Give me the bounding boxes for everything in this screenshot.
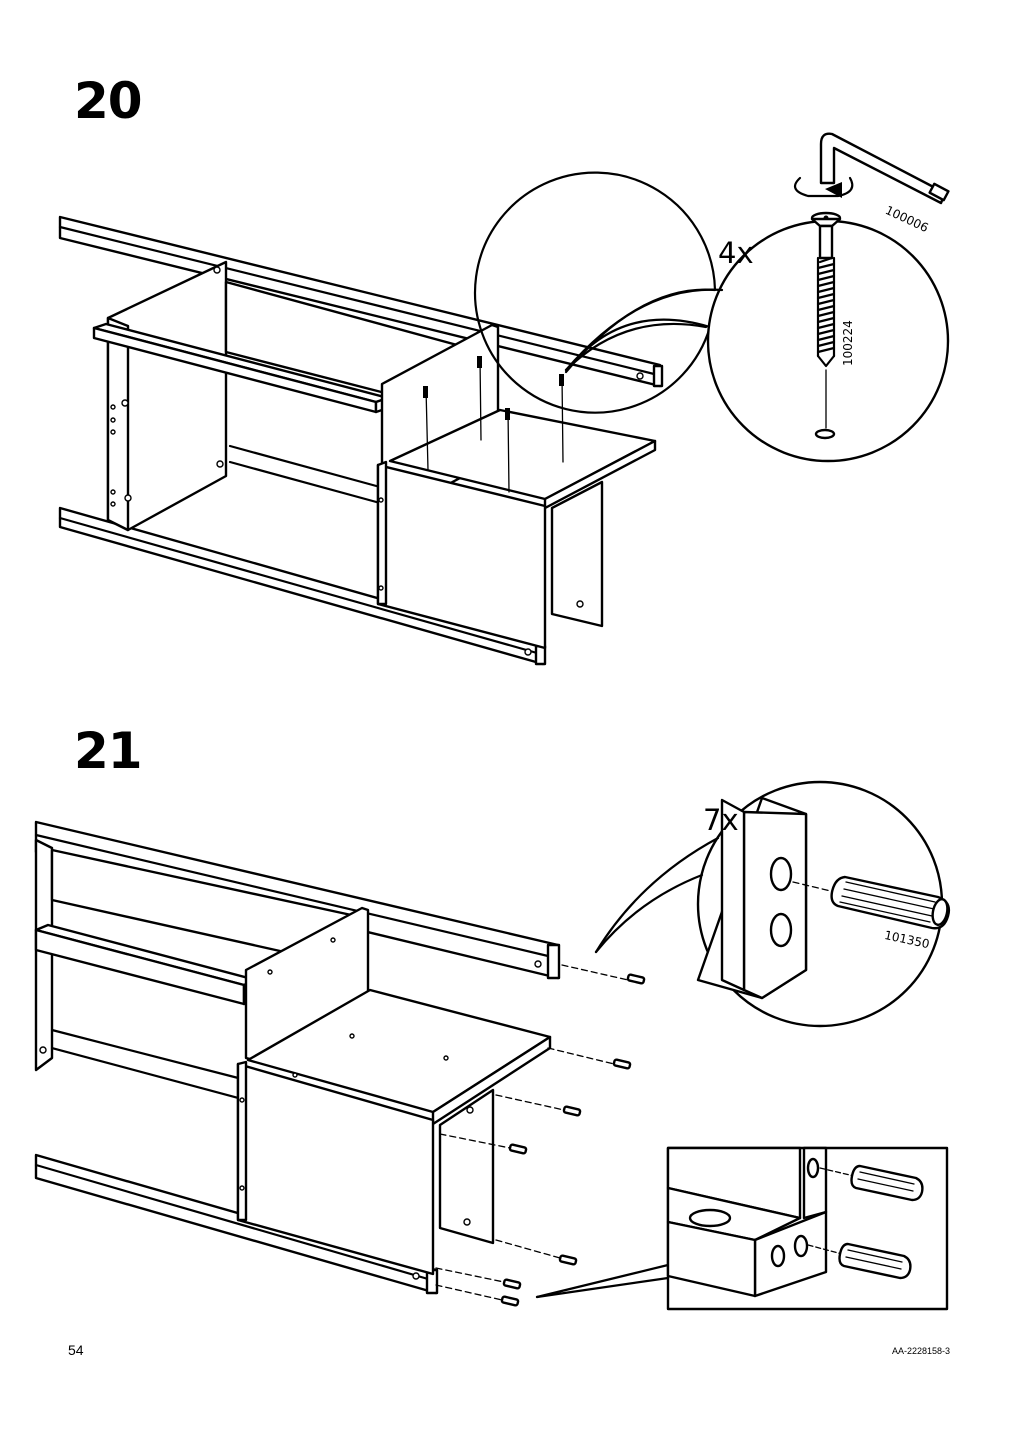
step-number-21: 21 [74, 722, 143, 780]
right-box-leg [550, 480, 604, 628]
right-box-front-21 [236, 1060, 435, 1276]
document-code: AA-2228158-3 [891, 1346, 950, 1356]
allen-key-icon [793, 132, 950, 205]
step-number-20: 20 [74, 72, 143, 130]
page-number: 54 [68, 1342, 84, 1358]
screw-icon [810, 211, 842, 440]
screws-step20 [423, 356, 564, 493]
right-box-front [376, 460, 547, 650]
callout-screw [473, 171, 950, 463]
part-number-screw: 100224 [841, 320, 855, 366]
dowels-step21 [435, 964, 646, 1307]
quantity-label-step20: 4x [718, 236, 754, 270]
left-box-21 [34, 838, 367, 1102]
detail-inset [535, 1146, 949, 1311]
right-box-shelf-21 [246, 988, 552, 1126]
quantity-label-step21: 7x [703, 803, 739, 837]
right-box-leg-21 [438, 1088, 495, 1245]
left-side-panel [106, 260, 228, 532]
dowel-icon [830, 875, 951, 930]
back-rail [58, 215, 664, 388]
callout-dowel [594, 780, 944, 1028]
